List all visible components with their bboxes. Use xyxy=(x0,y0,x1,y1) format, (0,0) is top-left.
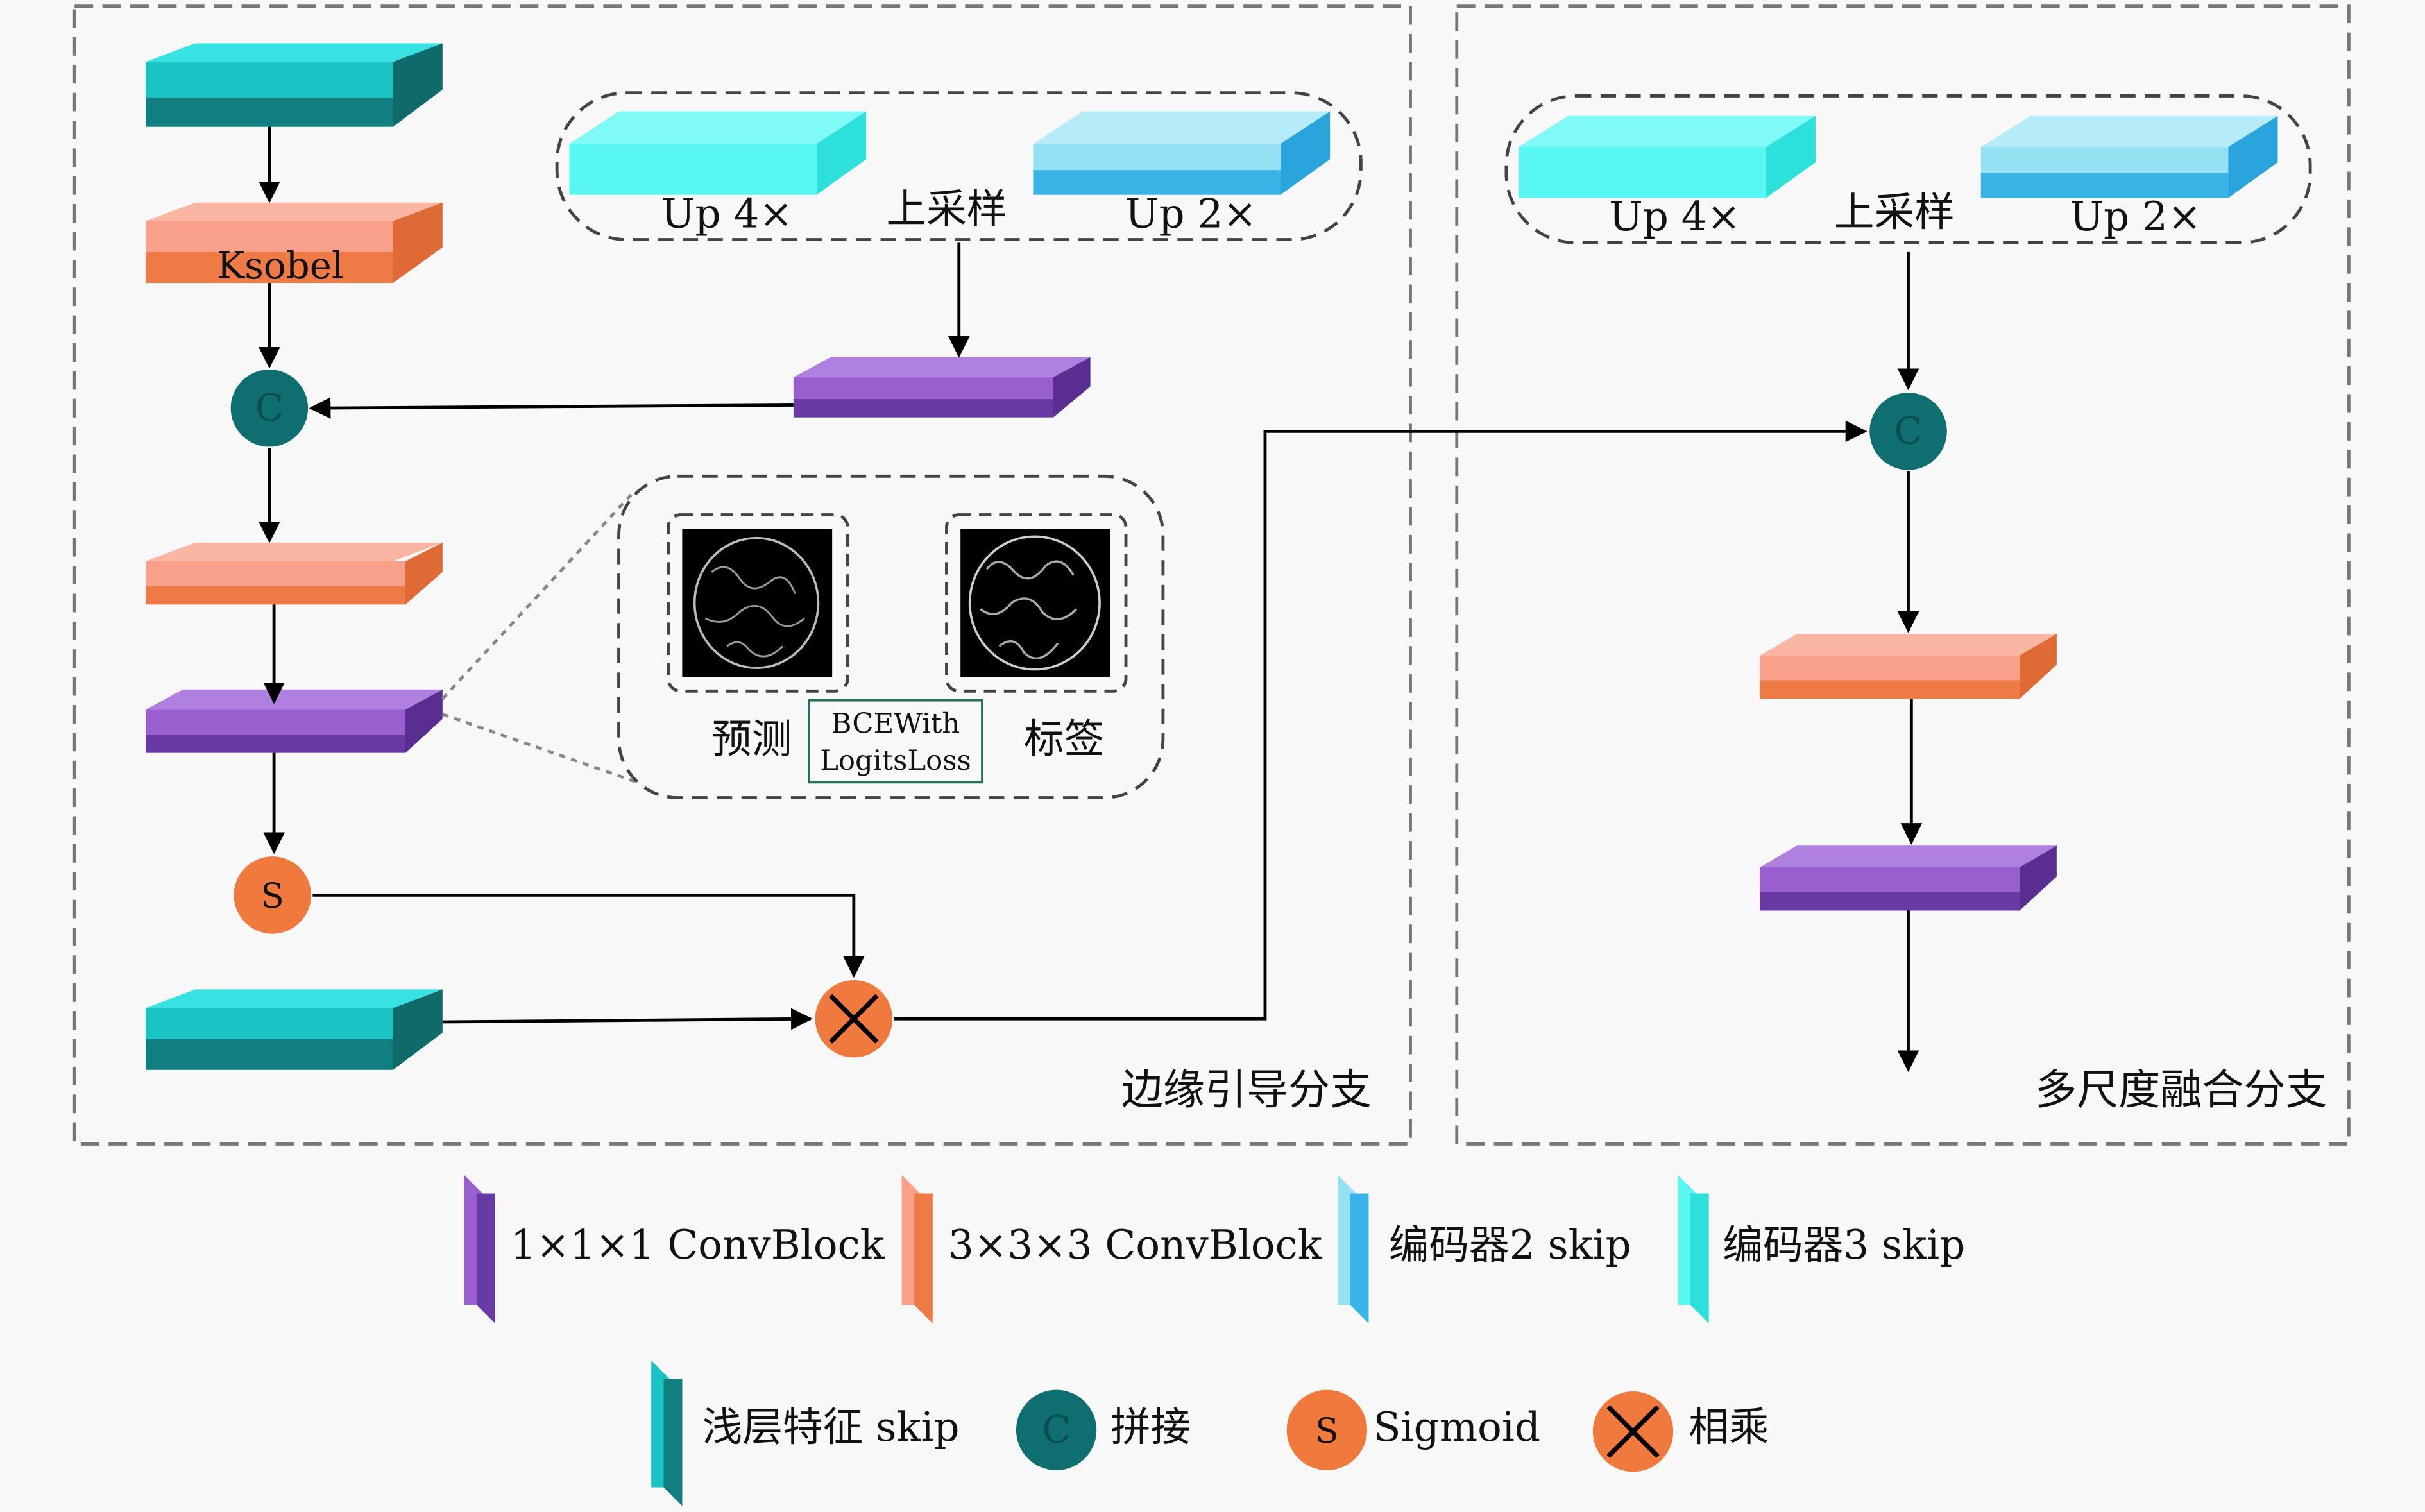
legend-enc2-swatch xyxy=(1338,1175,1369,1323)
concat-node-edge: C xyxy=(230,369,309,447)
up4-label-edge: Up 4× xyxy=(661,190,793,237)
legend-multiply-label: 相乘 xyxy=(1689,1404,1769,1450)
legend-shallow-swatch xyxy=(651,1360,683,1506)
sigmoid-node: S xyxy=(234,856,311,934)
upsample-label-edge: 上采样 xyxy=(886,185,1007,232)
edge-branch-title: 边缘引导分支 xyxy=(1121,1066,1372,1114)
legend-enc3-label: 编码器3 skip xyxy=(1723,1221,1965,1268)
ksobel-block: Ksobel xyxy=(146,202,443,287)
fusion-upsample-group xyxy=(1504,94,2312,244)
legend-multiply-swatch xyxy=(1592,1391,1674,1472)
prediction-label: 预测 xyxy=(711,716,792,763)
upsample-label-fusion: 上采样 xyxy=(1834,189,1955,235)
loss-line1: BCEWith xyxy=(831,708,960,740)
svg-text:C: C xyxy=(1894,409,1922,453)
shallow-skip-block-top xyxy=(146,43,443,127)
legend: 1×1×1 ConvBlock 3×3×3 ConvBlock 编码器2 ski… xyxy=(464,1175,1965,1506)
legend-enc2-label: 编码器2 skip xyxy=(1389,1221,1631,1268)
target-image xyxy=(960,529,1110,677)
svg-text:S: S xyxy=(261,876,284,916)
edge-branch-frame xyxy=(72,4,1412,1146)
legend-conv3-swatch xyxy=(901,1175,933,1323)
fusion-branch-frame xyxy=(1455,4,2351,1146)
enc2-skip-block-fusion: Up 2× xyxy=(1980,115,2278,240)
svg-text:C: C xyxy=(1042,1408,1070,1452)
concat-node-fusion: C xyxy=(1869,393,1947,470)
legend-concat-label: 拼接 xyxy=(1110,1404,1191,1450)
conv1-block-edge xyxy=(146,689,443,753)
shallow-skip-block-bottom xyxy=(146,989,443,1070)
up2-label-edge: Up 2× xyxy=(1125,190,1257,237)
svg-text:C: C xyxy=(255,386,284,430)
fusion-arrows xyxy=(1897,251,1923,1073)
svg-text:S: S xyxy=(1315,1411,1338,1451)
conv1-block-upsample-edge xyxy=(793,357,1091,418)
conv3-block-fusion xyxy=(1760,634,2057,699)
edge-arrows xyxy=(259,126,1868,1030)
ksobel-label: Ksobel xyxy=(217,244,343,287)
fusion-branch-title: 多尺度融合分支 xyxy=(2035,1066,2327,1114)
enc2-skip-block-edge: Up 2× xyxy=(1033,111,1331,237)
edge-upsample-group xyxy=(555,91,1363,241)
up4-label-fusion: Up 4× xyxy=(1609,193,1740,240)
conv3-block-edge xyxy=(146,542,443,605)
multiply-node xyxy=(815,980,893,1058)
loss-line2: LogitsLoss xyxy=(820,745,971,777)
legend-conv3-label: 3×3×3 ConvBlock xyxy=(948,1221,1323,1268)
loss-inset: 预测 标签 BCEWith LogitsLoss xyxy=(441,474,1165,799)
legend-shallow-label: 浅层特征 skip xyxy=(702,1404,960,1450)
prediction-image xyxy=(682,529,833,677)
legend-concat-swatch: C xyxy=(1016,1389,1097,1470)
legend-conv1-label: 1×1×1 ConvBlock xyxy=(511,1221,885,1268)
legend-sigmoid-label: Sigmoid xyxy=(1374,1404,1540,1450)
target-label: 标签 xyxy=(1024,716,1104,763)
enc3-skip-block-fusion: Up 4× xyxy=(1519,115,1816,240)
legend-conv1-swatch xyxy=(464,1175,495,1323)
legend-enc3-swatch xyxy=(1678,1175,1709,1323)
loss-function-box xyxy=(808,699,983,784)
conv1-block-fusion xyxy=(1760,845,2057,911)
legend-sigmoid-swatch: S xyxy=(1286,1389,1368,1470)
enc3-skip-block-edge: Up 4× xyxy=(569,111,867,237)
up2-label-fusion: Up 2× xyxy=(2070,193,2201,240)
